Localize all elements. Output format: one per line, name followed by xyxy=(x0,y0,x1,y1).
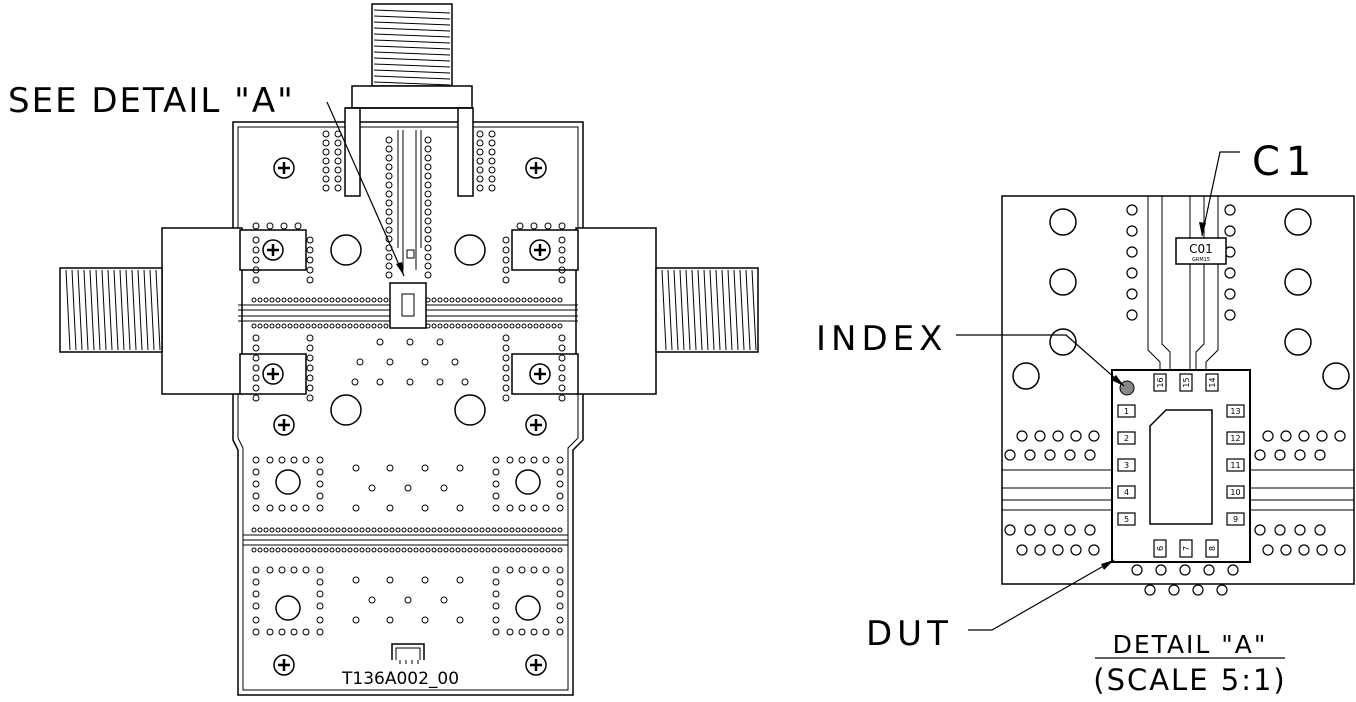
svg-text:5: 5 xyxy=(1124,515,1129,524)
screw-icon xyxy=(273,654,295,676)
dut-pin: 1 xyxy=(1117,404,1136,418)
dut-pin: 2 xyxy=(1117,431,1136,445)
svg-text:15: 15 xyxy=(1182,377,1191,387)
capacitor-c01 xyxy=(1175,237,1227,265)
right-sma-connector xyxy=(575,227,759,395)
see-detail-leader xyxy=(326,101,405,277)
dut-pin: 13 xyxy=(1226,404,1245,418)
svg-text:6: 6 xyxy=(1156,546,1165,551)
svg-text:7: 7 xyxy=(1182,546,1191,551)
dut-pin: 12 xyxy=(1226,431,1245,445)
svg-text:10: 10 xyxy=(1230,488,1240,497)
svg-text:1: 1 xyxy=(1124,407,1129,416)
board-id-label: T136A002_00 xyxy=(341,669,459,689)
svg-text:9: 9 xyxy=(1233,515,1238,524)
svg-text:11: 11 xyxy=(1230,461,1240,470)
mounting-holes xyxy=(275,234,541,621)
dut-pin: 9 xyxy=(1226,512,1245,526)
pin1-index-dot xyxy=(1119,380,1135,396)
svg-text:8: 8 xyxy=(1208,546,1217,551)
dut-exposed-pad xyxy=(1149,409,1213,525)
screw-icon xyxy=(529,363,551,385)
screw-icon xyxy=(529,239,551,261)
c1-leader xyxy=(1201,151,1240,237)
screw-icon xyxy=(525,654,547,676)
screw-icon xyxy=(262,239,284,261)
svg-text:2: 2 xyxy=(1124,434,1129,443)
screw-icon xyxy=(273,414,295,436)
board-footprint-icon xyxy=(391,643,425,664)
svg-text:4: 4 xyxy=(1124,488,1129,497)
svg-text:16: 16 xyxy=(1156,377,1165,387)
dut-pin: 11 xyxy=(1226,458,1245,472)
dut-pin: 7 xyxy=(1179,539,1193,558)
left-sma-connector xyxy=(59,227,243,395)
via-holes xyxy=(251,130,566,636)
dut-label: DUT xyxy=(866,614,953,654)
dut-pin: 4 xyxy=(1117,485,1136,499)
index-label: INDEX xyxy=(816,319,947,359)
board-outline xyxy=(232,121,584,696)
screw-icons xyxy=(262,157,551,676)
svg-text:3: 3 xyxy=(1124,461,1129,470)
see-detail-label: SEE DETAIL "A" xyxy=(8,81,295,121)
svg-text:13: 13 xyxy=(1230,407,1240,416)
screw-icon xyxy=(525,414,547,436)
dut-pin: 5 xyxy=(1117,512,1136,526)
screw-icon xyxy=(273,157,295,179)
dut-pin: 6 xyxy=(1153,539,1167,558)
dut-pin: 10 xyxy=(1226,485,1245,499)
index-leader xyxy=(956,334,1125,387)
screw-icon xyxy=(262,363,284,385)
dut-pin: 8 xyxy=(1205,539,1219,558)
capacitor-part: GRM15 xyxy=(1192,257,1210,263)
dut-pin: 15 xyxy=(1179,373,1193,392)
dut-pin: 3 xyxy=(1117,458,1136,472)
dut-pin: 16 xyxy=(1153,373,1167,392)
screw-icon xyxy=(525,157,547,179)
detail-title: DETAIL "A" xyxy=(1113,630,1268,659)
svg-text:12: 12 xyxy=(1230,434,1240,443)
svg-text:14: 14 xyxy=(1208,377,1217,387)
capacitor-ref: C01 xyxy=(1189,242,1213,256)
dut-leader xyxy=(968,559,1115,631)
evaluation-board: T136A002_00 xyxy=(59,3,759,696)
dut-pin: 14 xyxy=(1205,373,1219,392)
clamp-plates xyxy=(239,229,579,395)
c1-label: C1 xyxy=(1252,139,1317,185)
detail-scale: (SCALE 5:1) xyxy=(1093,663,1287,697)
board-dut xyxy=(389,282,427,329)
top-sma-connector xyxy=(344,3,474,197)
